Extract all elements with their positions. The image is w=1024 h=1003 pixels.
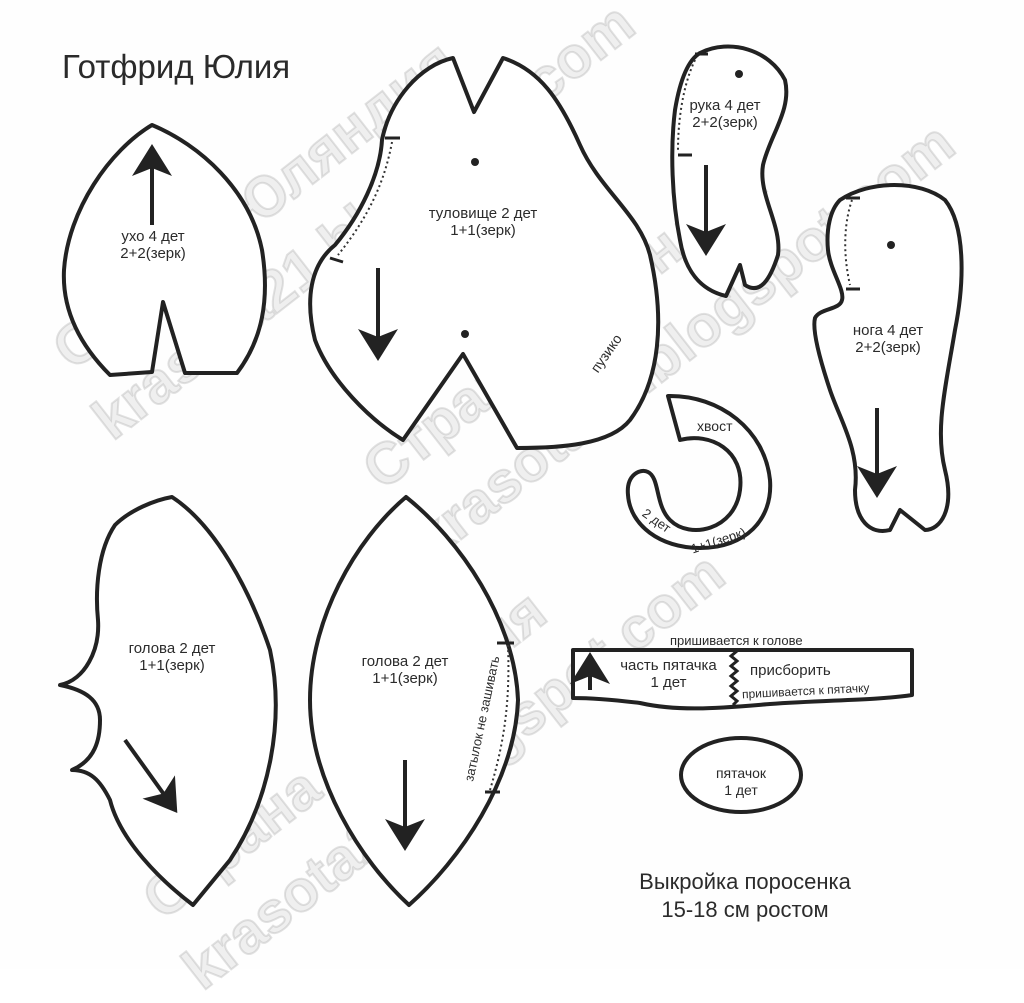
piece-count: 1 дет [724, 782, 758, 798]
piece-name: пятачок [715, 765, 767, 781]
snout-band-label: часть пятачка 1 дет [606, 657, 731, 691]
ear-label: ухо 4 дет 2+2(зерк) [108, 228, 198, 262]
snout-band-gather: присборить [750, 662, 831, 679]
head-center-piece [308, 495, 520, 907]
author-name: Готфрид Юлия [62, 48, 291, 85]
piece-name: голова 2 дет [128, 640, 216, 657]
snout-label: пятачок 1 дет [700, 765, 782, 799]
piece-count: 2+2(зерк) [855, 339, 921, 356]
body-label: туловище 2 дет 1+1(зерк) [418, 205, 548, 239]
caption-line-1: Выкройка поросенка [639, 869, 851, 894]
head-side-label: голова 2 дет 1+1(зерк) [117, 640, 227, 674]
piece-count: 1+1(зерк) [372, 670, 438, 687]
piece-name: ухо 4 дет [121, 228, 185, 245]
piece-count: 1 дет [650, 674, 687, 691]
leg-label: нога 4 дет 2+2(зерк) [843, 322, 933, 356]
tail-label: хвост [697, 418, 733, 434]
arm-piece [670, 44, 789, 298]
head-center-label: голова 2 дет 1+1(зерк) [350, 653, 460, 687]
caption-line-2: 15-18 см ростом [661, 897, 829, 922]
leg-piece [812, 183, 964, 533]
head-side-piece [58, 495, 278, 907]
pattern-caption: Выкройка поросенка 15-18 см ростом [600, 868, 890, 924]
snout-band-piece [570, 648, 914, 711]
pattern-sheet: Страна Юляндия krasota21.blogspot.com Ст… [39, 0, 968, 1003]
piece-name: туловище 2 дет [428, 205, 538, 222]
piece-count: 1+1(зерк) [139, 657, 205, 674]
piece-name: рука 4 дет [689, 97, 761, 114]
body-piece [308, 56, 661, 450]
arm-label: рука 4 дет 2+2(зерк) [680, 97, 770, 131]
snout-band-top-note: пришивается к голове [670, 633, 803, 648]
grain-arrow-icon [123, 738, 178, 814]
piece-name: нога 4 дет [852, 322, 924, 339]
piece-name: часть пятачка [620, 657, 717, 674]
piece-count: 2+2(зерк) [692, 114, 758, 131]
piece-name: голова 2 дет [361, 653, 449, 670]
piece-count: 2+2(зерк) [120, 245, 186, 262]
ear-piece [61, 123, 267, 377]
piece-count: 1+1(зерк) [450, 222, 516, 239]
snout-piece [679, 736, 803, 814]
tail-piece [625, 393, 773, 550]
pattern-pieces [58, 44, 964, 907]
